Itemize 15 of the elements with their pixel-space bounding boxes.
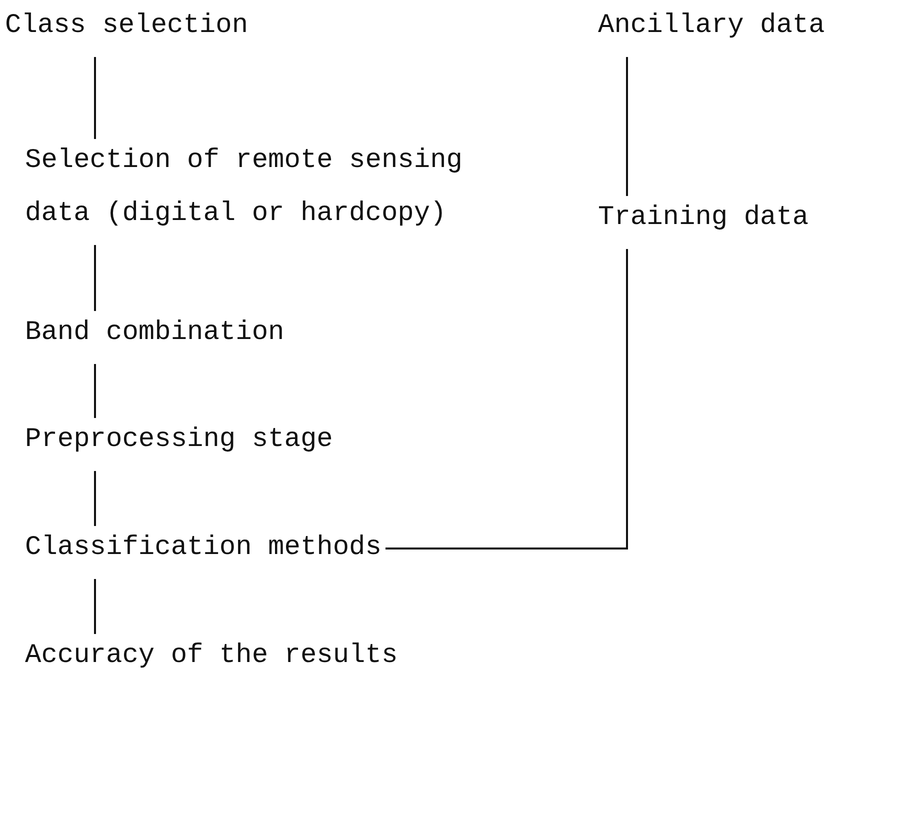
connector-line [94, 471, 96, 526]
step-text: Ancillary data [598, 0, 825, 53]
step-text: Selection of remote sensing data (digital or hardcopy) [25, 135, 471, 241]
connector-line [385, 249, 628, 550]
connector-line [94, 579, 96, 634]
step-text: Band combination [25, 307, 284, 360]
connector-line [94, 245, 96, 311]
step-text: Training data [598, 192, 809, 245]
step-text: Classification methods [25, 522, 382, 575]
connector-line [94, 364, 96, 418]
step-text: Preprocessing stage [25, 414, 333, 467]
step-text: Accuracy of the results [25, 630, 398, 683]
step-text: Class selection [5, 0, 248, 53]
connector-line [94, 57, 96, 139]
connector-line [626, 57, 628, 196]
